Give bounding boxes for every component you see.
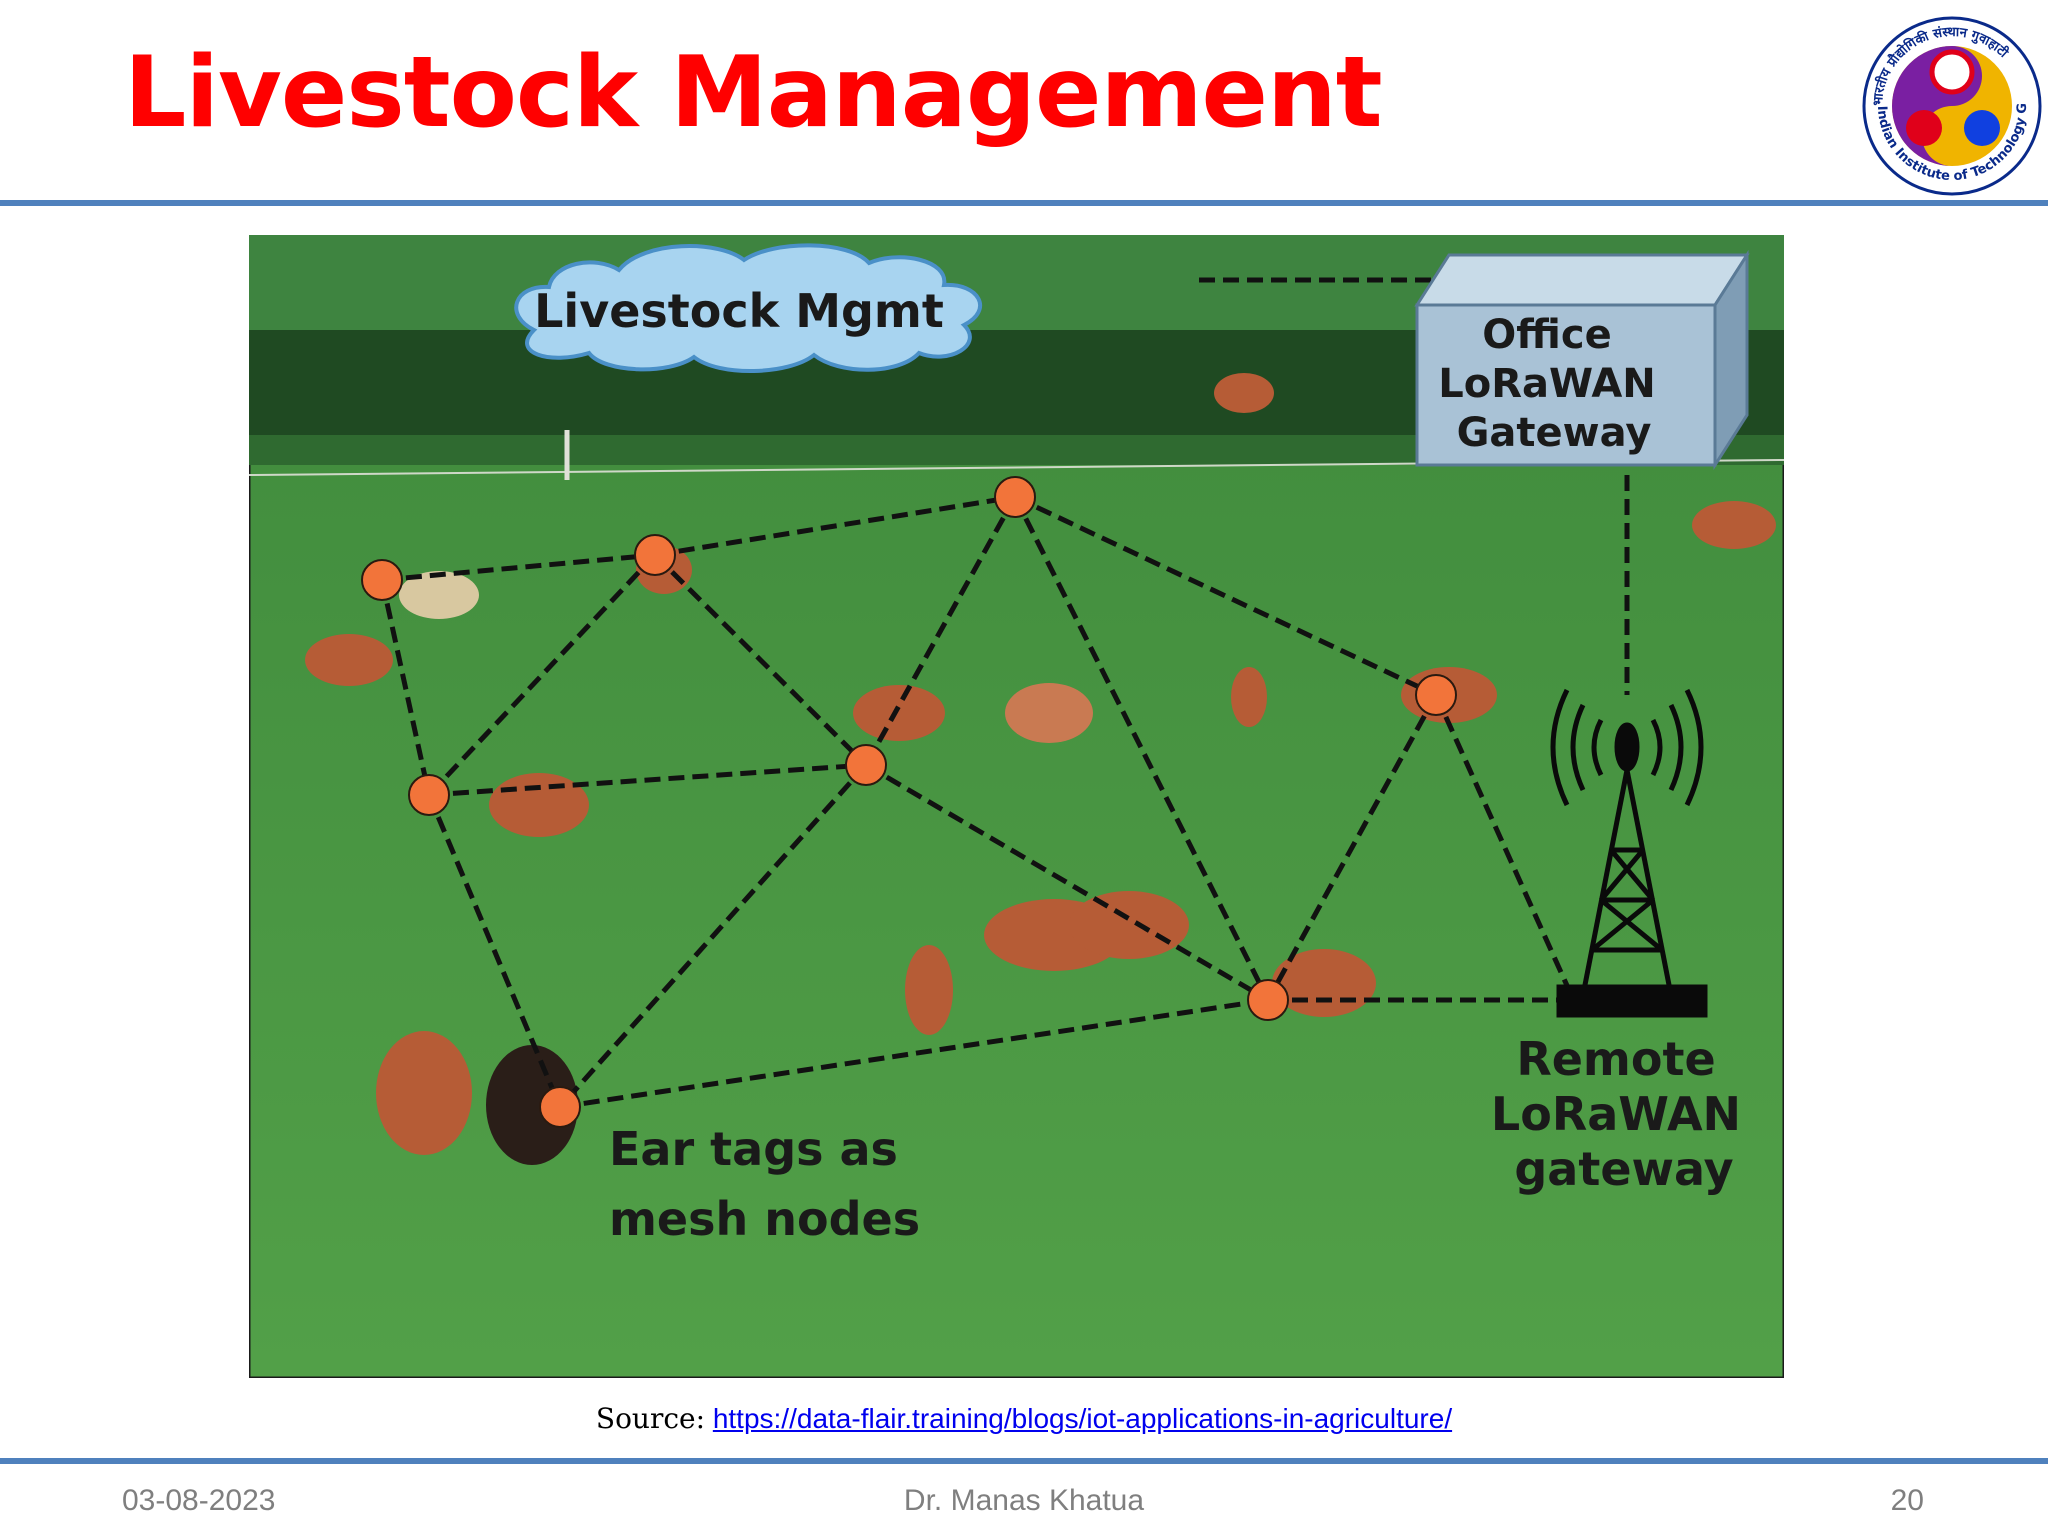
footer-divider xyxy=(0,1458,2048,1464)
svg-text:Remote LoRaWAN gat: Remote LoRaWAN gateway xyxy=(1491,1032,1757,1196)
mesh-node xyxy=(634,534,676,576)
remote-gateway-line-3: gateway xyxy=(1514,1142,1733,1196)
livestock-network-figure: Livestock Mgmt Office LoRaWAN Gateway xyxy=(247,233,1786,1380)
office-gateway-box: Office LoRaWAN Gateway xyxy=(1414,249,1750,471)
iitg-logo: भारतीय प्रौद्योगिकी संस्थान गुवाहाटी Ind… xyxy=(1850,0,2048,202)
mesh-links xyxy=(379,277,1630,1110)
slide-title: Livestock Management xyxy=(124,36,1383,150)
source-label: Source: xyxy=(595,1402,706,1435)
footer-page-number: 20 xyxy=(1890,1484,1924,1517)
ear-tags-line-1: Ear tags as xyxy=(609,1122,898,1176)
svg-text:Ear tags as mesh nodes: Ear tags as mesh nodes xyxy=(609,1122,920,1246)
mesh-node xyxy=(994,476,1036,518)
livestock-mgmt-cloud: Livestock Mgmt xyxy=(514,243,982,373)
mesh-node xyxy=(361,559,403,601)
footer-author: Dr. Manas Khatua xyxy=(903,1484,1145,1517)
footer-date: 03-08-2023 xyxy=(122,1484,276,1517)
mesh-node xyxy=(845,744,887,786)
remote-gateway-line-2: LoRaWAN xyxy=(1491,1087,1741,1141)
mesh-node xyxy=(1247,979,1289,1021)
office-gateway-line-3: Gateway xyxy=(1457,410,1652,456)
mesh-node xyxy=(539,1086,581,1128)
office-gateway-line-1: Office xyxy=(1482,312,1611,358)
ear-tag-nodes xyxy=(361,476,1457,1128)
ear-tags-line-2: mesh nodes xyxy=(609,1192,920,1246)
source-link[interactable]: https://data-flair.training/blogs/iot-ap… xyxy=(712,1403,1453,1434)
radio-tower-icon xyxy=(1550,688,1708,1018)
office-gateway-line-2: LoRaWAN xyxy=(1438,361,1656,407)
mesh-node xyxy=(1415,674,1457,716)
svg-text:Office LoRaWAN: Office LoRaWAN Gateway xyxy=(1438,312,1669,456)
remote-gateway-line-1: Remote xyxy=(1516,1032,1715,1086)
source-citation: Source: https://data-flair.training/blog… xyxy=(0,1402,2048,1435)
cloud-label: Livestock Mgmt xyxy=(534,284,944,338)
title-divider xyxy=(0,200,2048,206)
mesh-node xyxy=(408,774,450,816)
